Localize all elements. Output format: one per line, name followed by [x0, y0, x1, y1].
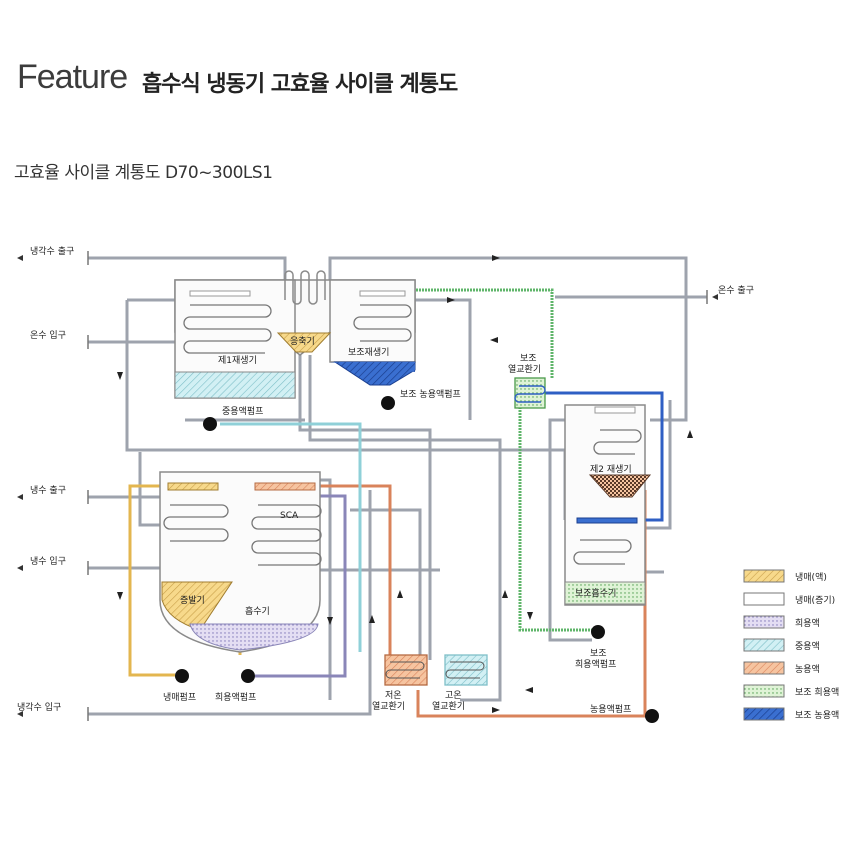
aux-heat-exchanger: [514, 377, 546, 409]
label-aux-gen: 보조재생기: [348, 347, 389, 358]
dilute-pump-icon: [241, 669, 255, 683]
label-high-hx-2: 열교환기: [432, 700, 465, 712]
pipe-middle: [220, 422, 362, 652]
label-cold-water-in: 냉수 입구: [30, 555, 66, 567]
second-generator-vessel: [564, 404, 652, 606]
legend-swatch: [743, 684, 785, 698]
flow-arrows: [117, 255, 693, 713]
legend-label: 냉매(액): [795, 571, 827, 583]
legend-swatch: [743, 592, 785, 606]
label-aux-absorber: 보조흡수기: [575, 587, 616, 599]
label-refrig-pump: 냉매펌프: [163, 691, 196, 703]
pump-symbols: [175, 396, 659, 723]
label-low-hx-2: 열교환기: [372, 700, 405, 712]
legend-label: 보조 희용액: [795, 686, 839, 698]
label-hot-water-out: 온수 출구: [718, 285, 754, 296]
label-aux-hx-2: 열교환기: [508, 363, 541, 375]
label-aux-conc-pump: 보조 농용액펌프: [400, 388, 461, 400]
label-aux-dilute-pump-1: 보조: [590, 648, 607, 659]
diagram-subtitle: 고효율 사이클 계통도 D70~300LS1: [14, 163, 273, 183]
legend-swatch: [743, 707, 785, 721]
label-evaporator: 증발기: [180, 595, 205, 606]
legend-swatch: [743, 615, 785, 629]
label-condenser: 응축기: [290, 336, 315, 347]
label-gen2: 제2 재생기: [590, 464, 632, 475]
label-gen1: 제1재생기: [218, 355, 257, 366]
refrig-pump-icon: [175, 669, 189, 683]
component-labels: 응축기 제1재생기 보조재생기 중용액펌프 보조 농용액펌프 보조 열교환기 제…: [163, 336, 632, 715]
aux-dilute-pump-icon: [591, 625, 605, 639]
mid-pump-icon: [203, 417, 217, 431]
pipe-dilute: [255, 494, 347, 678]
label-high-hx-1: 고온: [445, 690, 462, 701]
label-low-hx-1: 저온: [385, 690, 402, 701]
label-conc-pump: 농용액펌프: [590, 703, 631, 715]
label-dilute-pump: 희용액펌프: [215, 691, 256, 703]
legend-label: 중용액: [795, 640, 820, 652]
legend-swatch: [743, 661, 785, 675]
conc-pump-icon: [645, 709, 659, 723]
legend-label: 보조 농용액: [795, 709, 839, 721]
low-temp-heat-exchanger: [384, 654, 428, 686]
label-cooling-water-in: 냉각수 입구: [17, 701, 61, 713]
legend-swatch: [743, 569, 785, 583]
label-chilled-water-out: 냉각수 출구: [30, 245, 74, 257]
legend-label: 희용액: [795, 617, 820, 629]
evaporator-absorber-vessel: [159, 471, 322, 653]
label-aux-dilute-pump-2: 희용액펌프: [575, 658, 616, 670]
port-labels: 냉각수 출구 온수 입구 냉수 출구 냉수 입구 냉각수 입구 온수 출구: [17, 245, 754, 713]
legend-label: 농용액: [795, 663, 820, 675]
label-hot-water-in: 온수 입구: [30, 329, 66, 341]
high-temp-heat-exchanger: [444, 654, 488, 686]
label-sca: SCA: [280, 511, 299, 521]
aux-conc-pump-icon: [381, 396, 395, 410]
label-aux-hx-1: 보조: [520, 353, 537, 364]
legend-swatch: [743, 638, 785, 652]
label-mid-pump: 중용액펌프: [222, 405, 263, 417]
label-cold-water-out: 냉수 출구: [30, 485, 66, 496]
legend-label: 냉매(증기): [795, 595, 835, 606]
page-title: 흡수식 냉동기 고효율 사이클 계통도: [142, 72, 458, 97]
feature-heading: Feature: [17, 58, 128, 96]
label-absorber: 흡수기: [245, 605, 270, 617]
port-arrows: [17, 255, 718, 717]
upper-generator-vessel: [174, 270, 416, 399]
port-caps: [87, 251, 708, 721]
